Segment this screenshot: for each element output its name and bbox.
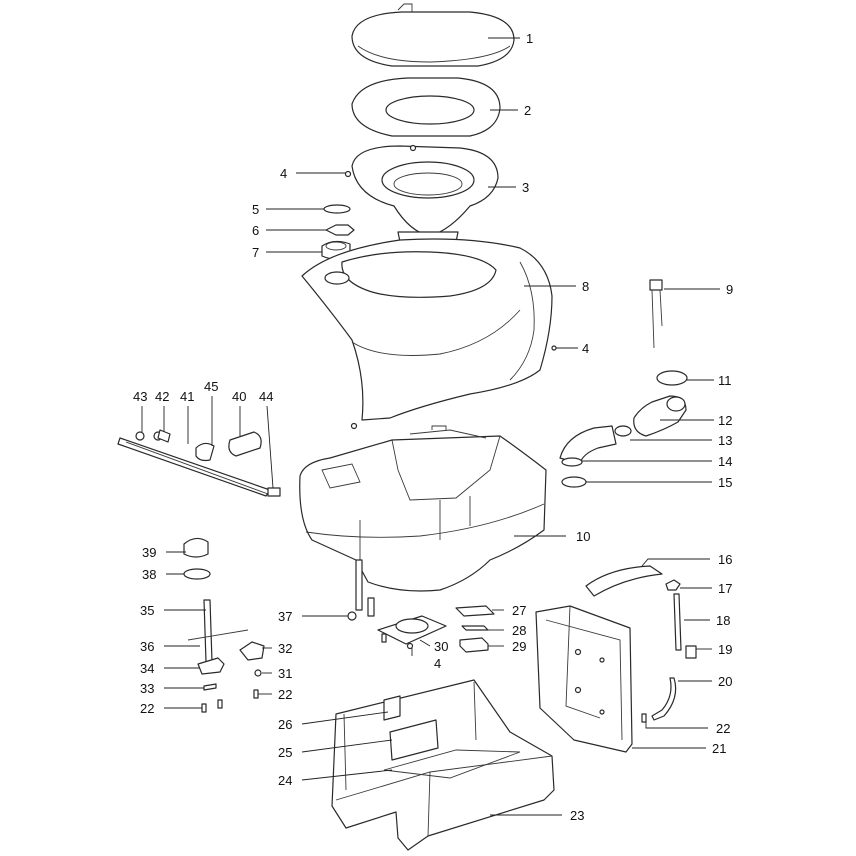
part-23-26-base-frame xyxy=(331,679,555,851)
part-27-bracket xyxy=(455,605,495,617)
callout-1: 1 xyxy=(526,31,533,46)
callout-20: 20 xyxy=(718,674,732,689)
callout-3: 3 xyxy=(522,180,529,195)
callout-10: 10 xyxy=(576,529,590,544)
callout-12: 12 xyxy=(718,413,732,428)
callout-43: 43 xyxy=(133,389,147,404)
callout-4: 4 xyxy=(582,341,589,356)
part-9-sensor xyxy=(649,279,663,349)
callout-40: 40 xyxy=(232,389,246,404)
part-22-screw-c xyxy=(641,713,647,723)
callout-4: 4 xyxy=(434,656,441,671)
callout-22: 22 xyxy=(716,721,730,736)
callout-labels: 1 2 3 4 5 6 7 8 9 4 11 12 13 14 15 43 42… xyxy=(133,31,733,823)
callout-25: 25 xyxy=(278,745,292,760)
part-3-bowl xyxy=(351,144,499,243)
callout-7: 7 xyxy=(252,245,259,260)
callout-24: 24 xyxy=(278,773,292,788)
callout-39: 39 xyxy=(142,545,156,560)
callout-16: 16 xyxy=(718,552,732,567)
callout-8: 8 xyxy=(582,279,589,294)
callout-2: 2 xyxy=(524,103,531,118)
callout-6: 6 xyxy=(252,223,259,238)
part-11-cap xyxy=(656,370,688,386)
callout-41: 41 xyxy=(180,389,194,404)
callout-35: 35 xyxy=(140,603,154,618)
part-17-connector xyxy=(665,579,681,591)
part-16-hose xyxy=(585,565,663,597)
callout-15: 15 xyxy=(718,475,732,490)
part-40-45-motor-assembly xyxy=(117,429,281,497)
part-39-valve xyxy=(183,537,209,558)
part-19-fitting xyxy=(685,645,697,659)
part-10-tank xyxy=(299,422,547,621)
part-18-tube xyxy=(673,593,682,651)
callout-33: 33 xyxy=(140,681,154,696)
part-4-screw-a xyxy=(344,170,352,178)
callout-11: 11 xyxy=(718,373,732,388)
part-15-ring xyxy=(561,476,587,488)
callout-13: 13 xyxy=(718,433,732,448)
callout-23: 23 xyxy=(570,808,584,823)
callout-18: 18 xyxy=(716,613,730,628)
part-31-washer xyxy=(254,669,262,677)
part-32-clip xyxy=(239,641,265,661)
part-4-screw-c xyxy=(406,642,414,650)
part-14-pipe xyxy=(559,425,617,467)
callout-30: 30 xyxy=(434,639,448,654)
callout-14: 14 xyxy=(718,454,732,469)
callout-17: 17 xyxy=(718,581,732,596)
callout-19: 19 xyxy=(718,642,732,657)
part-22-screw-b xyxy=(253,689,259,699)
callout-42: 42 xyxy=(155,389,169,404)
part-38-ring xyxy=(183,568,211,580)
part-8-housing xyxy=(301,238,557,421)
part-20-hose xyxy=(651,677,677,721)
part-30-flange xyxy=(377,615,447,645)
part-4-screw-d xyxy=(381,633,387,643)
callout-4: 4 xyxy=(280,166,287,181)
part-1-lid xyxy=(351,3,515,67)
part-6-gasket xyxy=(325,224,355,236)
part-22-screw-a xyxy=(201,703,207,713)
callout-27: 27 xyxy=(512,603,526,618)
part-36-wire xyxy=(187,629,249,641)
callout-21: 21 xyxy=(712,741,726,756)
part-28-plate xyxy=(461,625,489,631)
part-35-rod xyxy=(203,599,213,663)
part-21-water-tank xyxy=(535,605,633,753)
part-12-elbow xyxy=(633,395,687,437)
callout-5: 5 xyxy=(252,202,259,217)
callout-31: 31 xyxy=(278,666,292,681)
callout-22: 22 xyxy=(278,687,292,702)
callout-37: 37 xyxy=(278,609,292,624)
callout-29: 29 xyxy=(512,639,526,654)
part-5-seal xyxy=(323,204,351,214)
callout-28: 28 xyxy=(512,623,526,638)
callout-26: 26 xyxy=(278,717,292,732)
part-2-seat xyxy=(351,77,501,137)
part-13-ring xyxy=(614,425,632,437)
part-29-block xyxy=(459,637,489,653)
callout-22: 22 xyxy=(140,701,154,716)
part-34-lever xyxy=(197,657,225,675)
leader-lines xyxy=(141,37,720,816)
part-22-screw-d xyxy=(217,699,223,709)
callout-38: 38 xyxy=(142,567,156,582)
callout-32: 32 xyxy=(278,641,292,656)
callout-44: 44 xyxy=(259,389,273,404)
callout-45: 45 xyxy=(204,379,218,394)
callout-34: 34 xyxy=(140,661,154,676)
callout-36: 36 xyxy=(140,639,154,654)
callout-9: 9 xyxy=(726,282,733,297)
part-33-spring xyxy=(203,683,217,691)
